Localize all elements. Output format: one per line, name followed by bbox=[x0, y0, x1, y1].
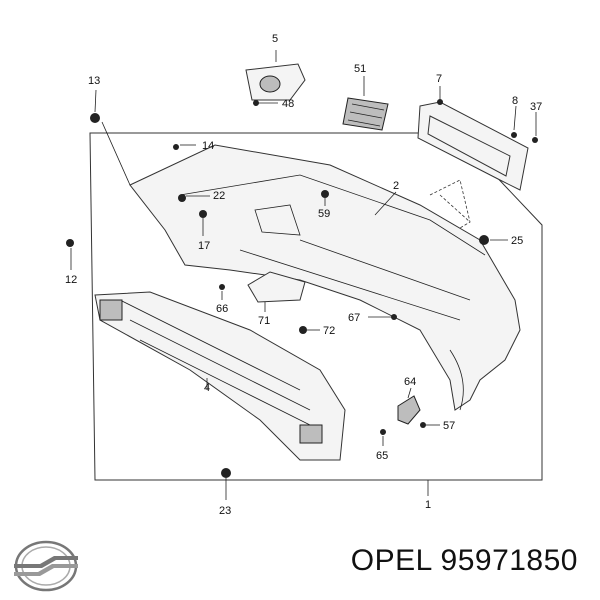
part-8-screw bbox=[511, 132, 517, 138]
part-67-screw bbox=[391, 314, 397, 320]
callout-23: 23 bbox=[219, 505, 231, 517]
part-2-bumper-cover bbox=[129, 144, 521, 411]
callout-14: 14 bbox=[202, 140, 214, 152]
part-71-bracket bbox=[247, 271, 306, 303]
callout-5: 5 bbox=[272, 33, 278, 45]
part-25-push-pin bbox=[479, 235, 489, 245]
callout-2: 2 bbox=[393, 180, 399, 192]
callout-72: 72 bbox=[323, 325, 335, 337]
part-12-clip bbox=[66, 239, 74, 247]
callout-65: 65 bbox=[376, 450, 388, 462]
part-5-bracket bbox=[245, 63, 306, 106]
part-65-screw bbox=[380, 429, 386, 435]
callout-1: 1 bbox=[425, 499, 431, 511]
callout-25: 25 bbox=[511, 235, 523, 247]
part-51-grille bbox=[342, 97, 389, 131]
callout-13: 13 bbox=[88, 75, 100, 87]
leader-lines bbox=[70, 50, 537, 500]
callout-57: 57 bbox=[443, 420, 455, 432]
callout-48: 48 bbox=[282, 98, 294, 110]
part-22-clip bbox=[178, 194, 186, 202]
callout-17: 17 bbox=[198, 240, 210, 252]
part-66-screw bbox=[219, 284, 225, 290]
part-59-clip bbox=[321, 190, 329, 198]
part-72-clip bbox=[299, 326, 307, 334]
part-4-absorber bbox=[94, 291, 346, 461]
callout-66: 66 bbox=[216, 303, 228, 315]
callout-labels: 5 48 51 7 8 37 13 14 22 2 59 25 17 12 66… bbox=[65, 33, 542, 517]
callout-7: 7 bbox=[436, 73, 442, 85]
callout-51: 51 bbox=[354, 63, 366, 75]
brand-part-number: OPEL 95971850 bbox=[350, 544, 578, 577]
brand-row: OPEL 95971850 bbox=[0, 530, 600, 600]
part-57-screw bbox=[420, 422, 426, 428]
callout-22: 22 bbox=[213, 190, 225, 202]
callout-8: 8 bbox=[512, 95, 518, 107]
callout-37: 37 bbox=[530, 101, 542, 113]
callout-64: 64 bbox=[404, 376, 416, 388]
assembly-frame bbox=[89, 132, 543, 481]
callout-12: 12 bbox=[65, 274, 77, 286]
part-37-clip bbox=[532, 137, 538, 143]
callout-67: 67 bbox=[348, 312, 360, 324]
callout-59: 59 bbox=[318, 208, 330, 220]
part-13-clip bbox=[90, 113, 100, 123]
opel-logo-icon bbox=[14, 540, 78, 592]
bumper-parts-diagram: 5 48 51 7 8 37 13 14 22 2 59 25 17 12 66… bbox=[65, 33, 543, 517]
part-64-bracket bbox=[397, 395, 421, 425]
guide-dashed bbox=[429, 179, 471, 229]
part-14-screw bbox=[173, 144, 179, 150]
callout-4: 4 bbox=[204, 382, 210, 394]
part-23-nut bbox=[221, 468, 231, 478]
part-17-nut bbox=[199, 210, 207, 218]
part-7-plate-bracket bbox=[417, 99, 529, 191]
callout-71: 71 bbox=[258, 315, 270, 327]
